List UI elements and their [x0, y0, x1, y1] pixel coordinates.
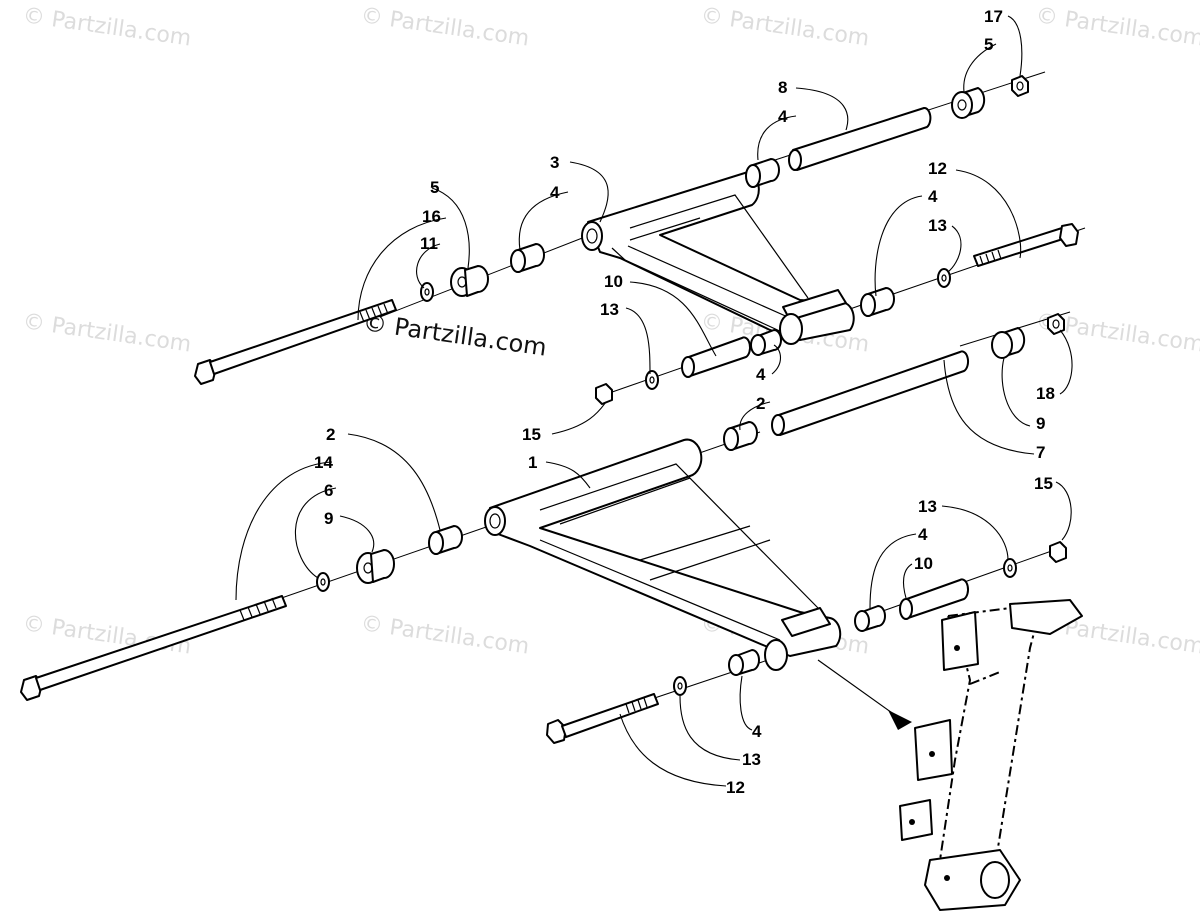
callout-15: 15 [1034, 474, 1053, 493]
nut-18 [1047, 313, 1065, 335]
callout-9: 9 [1036, 414, 1045, 433]
bushing-4-upper-right [745, 158, 780, 188]
flanged-bushing-5 [450, 265, 489, 297]
upper-a-arm-assembly [194, 71, 1086, 405]
callout-4: 4 [918, 525, 928, 544]
tube-10-upper [681, 336, 752, 378]
watermark-text: © Partzilla.com [359, 3, 531, 51]
callout-13: 13 [742, 750, 761, 769]
bushing-2-upper [723, 421, 758, 451]
callout-9: 9 [324, 509, 333, 528]
callout-labels: 17 5 8 4 3 4 5 16 11 12 4 13 10 13 4 18 … [314, 7, 1055, 797]
bushing-4-mid [860, 287, 895, 317]
callout-18: 18 [1036, 384, 1055, 403]
tube-7 [771, 350, 970, 436]
flanged-bushing-9-upper [991, 327, 1026, 359]
callout-1: 1 [528, 453, 537, 472]
callout-12: 12 [928, 159, 947, 178]
nut-15-upper [595, 383, 613, 405]
bushing-2 [428, 525, 463, 555]
callout-4: 4 [752, 722, 762, 741]
washer-13-upper [937, 268, 951, 288]
callout-5: 5 [984, 35, 993, 54]
watermark-text: © Partzilla.com [1034, 3, 1200, 51]
callout-6: 6 [324, 481, 333, 500]
callout-10: 10 [604, 272, 623, 291]
watermark-text: © Partzilla.com [21, 309, 193, 357]
callout-2: 2 [326, 425, 335, 444]
lower-a-arm-assembly [20, 311, 1071, 744]
leader-lines [235, 15, 1073, 787]
tube-10-lower [899, 578, 970, 620]
spindle-housing [817, 599, 1083, 911]
long-bolt-16 [194, 299, 397, 385]
bolt-12-upper [973, 223, 1079, 267]
callout-13: 13 [928, 216, 947, 235]
bolt-12-lower [546, 693, 659, 744]
bushing-4-lower-left [728, 649, 760, 676]
callout-7: 7 [1036, 443, 1045, 462]
callout-14: 14 [314, 453, 333, 472]
callout-12: 12 [726, 778, 745, 797]
callout-15: 15 [522, 425, 541, 444]
watermark-text: © Partzilla.com [21, 3, 193, 51]
callout-8: 8 [778, 78, 787, 97]
callout-16: 16 [422, 207, 441, 226]
watermark-text: © Partzilla.com [359, 611, 531, 659]
nut-15-lower [1049, 541, 1067, 563]
callout-10: 10 [914, 554, 933, 573]
washer-13-mid [645, 370, 659, 390]
callout-13: 13 [918, 497, 937, 516]
callout-3: 3 [550, 153, 559, 172]
long-bolt-14 [20, 595, 287, 701]
flanged-bushing-9 [356, 549, 395, 584]
callout-17: 17 [984, 7, 1003, 26]
callout-2: 2 [756, 394, 765, 413]
bushing-4-under-arm [750, 329, 782, 356]
callout-4: 4 [550, 183, 560, 202]
callout-5: 5 [430, 178, 439, 197]
washer-11 [420, 282, 434, 302]
tube-8 [788, 107, 932, 171]
washer-6 [316, 572, 330, 592]
washer-13-lower-right [1003, 558, 1017, 578]
arrow-icon [888, 710, 912, 730]
watermark-text-prominent: © Partzilla.com [361, 308, 548, 362]
callout-13: 13 [600, 300, 619, 319]
watermark-text: © Partzilla.com [699, 3, 871, 51]
flanged-bushing-5-upper-right [951, 87, 986, 119]
callout-4: 4 [928, 187, 938, 206]
bushing-4 [510, 243, 545, 273]
lower-a-arm-1 [484, 438, 842, 671]
nut-17 [1011, 75, 1029, 97]
washer-13-lower [673, 676, 687, 696]
callout-11: 11 [420, 234, 438, 253]
bushing-4-lower [854, 605, 886, 632]
callout-4: 4 [778, 107, 788, 126]
callout-4: 4 [756, 365, 766, 384]
